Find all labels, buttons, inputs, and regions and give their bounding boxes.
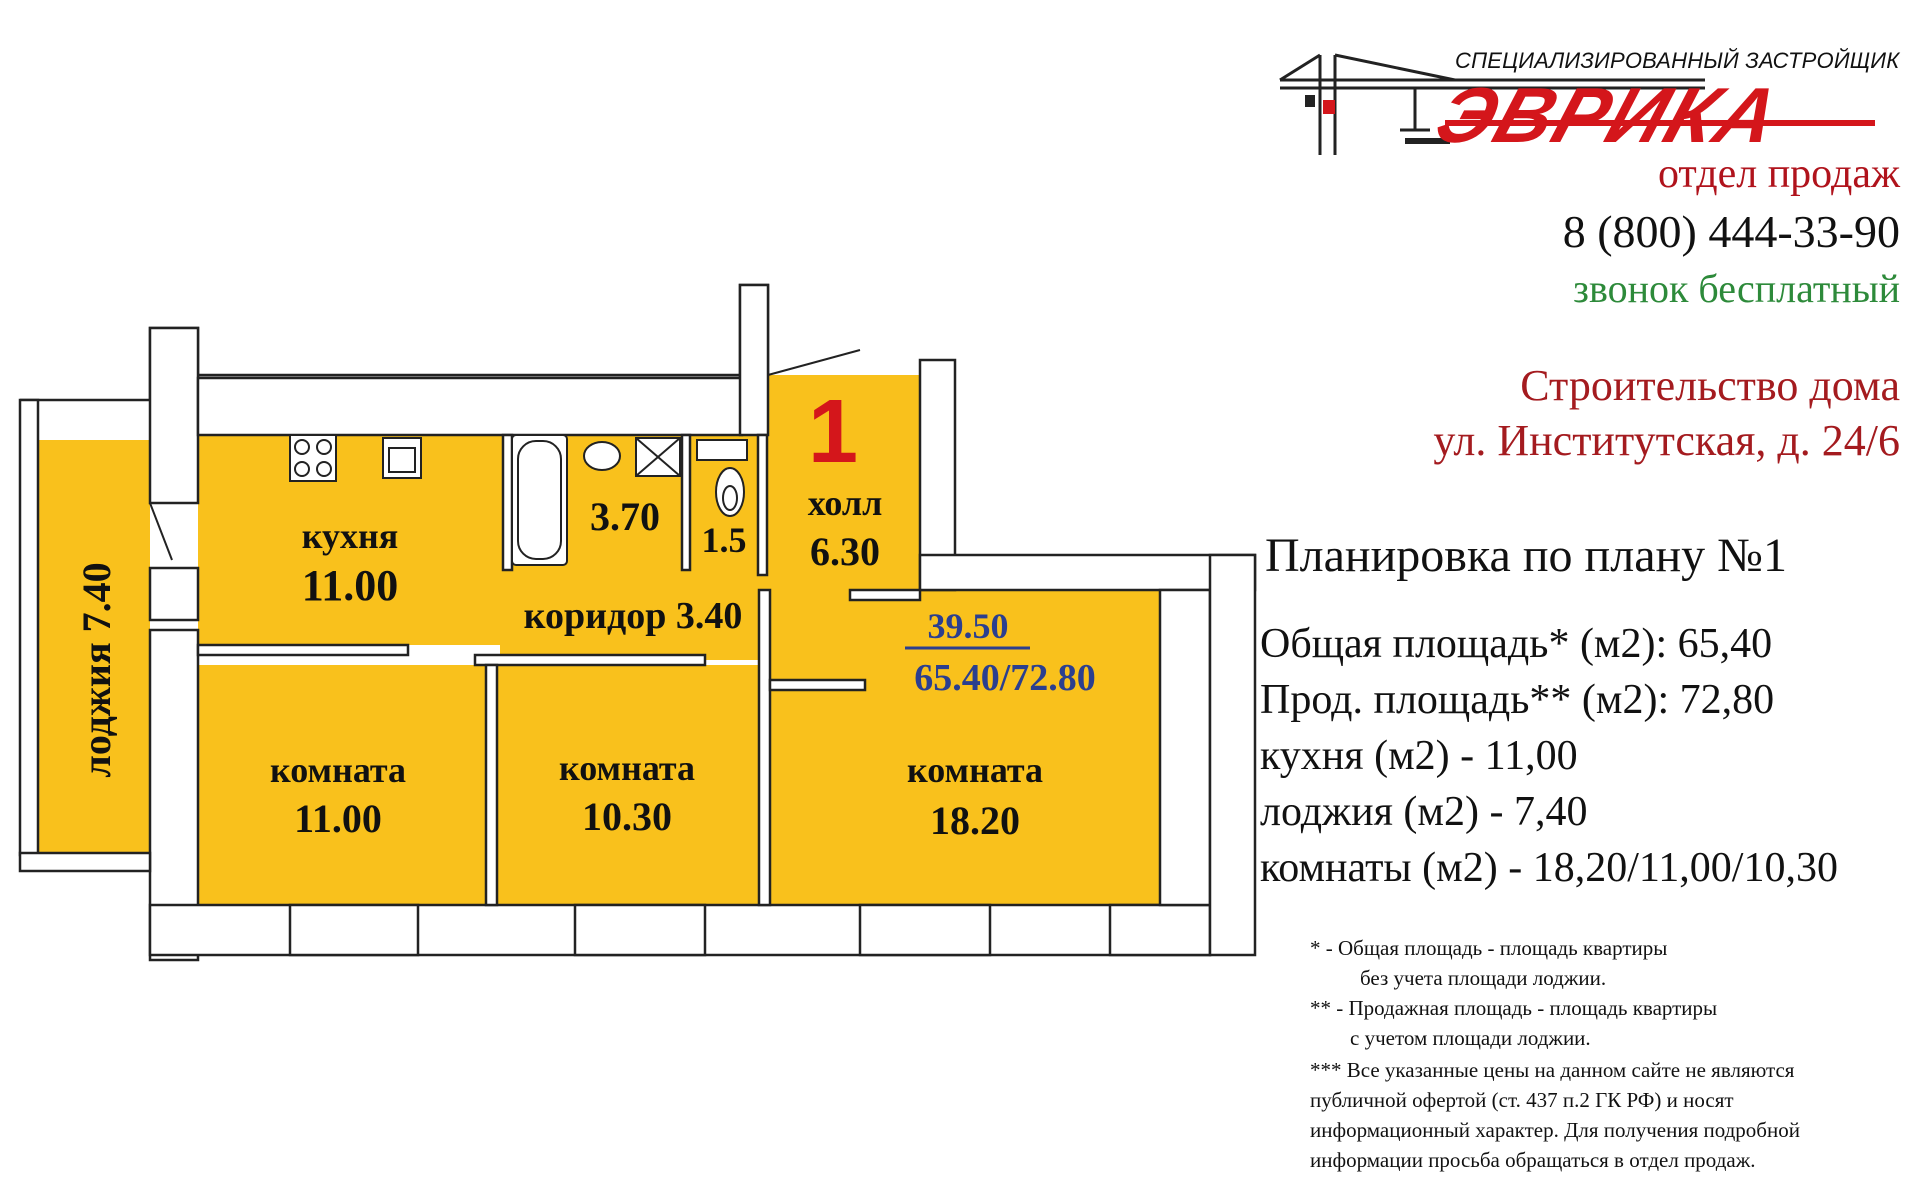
phone-number[interactable]: 8 (800) 444-33-90 (1562, 206, 1900, 257)
logo-wordmark: ЭВРИКА (1425, 71, 1792, 159)
room-right-floor (770, 590, 1160, 905)
room-right-name: комната (907, 750, 1043, 790)
washbasin-icon (583, 441, 621, 471)
wc-area: 1.5 (702, 520, 747, 560)
footnote-1-cont: без учета площади лоджии. (1360, 966, 1607, 990)
kitchen-area: 11.00 (302, 561, 399, 610)
room-mid-area: 10.30 (582, 794, 672, 839)
room-left-name: комната (270, 750, 406, 790)
hall-name: холл (808, 483, 883, 523)
spec-loggia: лоджия (м2) - 7,40 (1260, 789, 1588, 835)
hall-area: 6.30 (810, 529, 880, 574)
total-areas: 65.40/72.80 (914, 657, 1096, 699)
footnote-3: *** Все указанные цены на данном сайте н… (1310, 1058, 1795, 1082)
footnote-3-line-4: информации просьба обращаться в отдел пр… (1310, 1148, 1756, 1172)
loggia-label: лоджия 7.40 (74, 562, 119, 777)
spec-rooms: комнаты (м2) - 18,20/11,00/10,30 (1260, 845, 1838, 891)
footnote-3-line-2: публичной офертой (ст. 437 п.2 ГК РФ) и … (1310, 1088, 1734, 1112)
kitchen-floor (198, 435, 503, 645)
floor-fill (38, 375, 1160, 905)
apartment-number: 1 (808, 382, 858, 482)
logo-subtitle: СПЕЦИАЛИЗИРОВАННЫЙ ЗАСТРОЙЩИК (1455, 48, 1900, 73)
fixtures (289, 434, 748, 566)
room-left-floor (198, 665, 486, 905)
floor-plan: лоджия 7.40 кухня 11.00 3.70 1.5 1 холл … (18, 283, 1257, 962)
spec-sale-area: Прод. площадь** (м2): 72,80 (1260, 677, 1775, 723)
footnote-3-line-3: информационный характер. Для получения п… (1310, 1118, 1800, 1142)
spec-total-area: Общая площадь* (м2): 65,40 (1260, 621, 1773, 667)
spec-kitchen: кухня (м2) - 11,00 (1260, 733, 1578, 779)
sales-dept-label: отдел продаж (1657, 151, 1900, 197)
crane-icon (1279, 53, 1875, 155)
free-call-label: звонок бесплатный (1573, 266, 1900, 311)
room-right-area: 18.20 (930, 798, 1020, 843)
building-line-1: Строительство дома (1520, 361, 1900, 410)
kitchen-name: кухня (302, 516, 398, 556)
room-left-area: 11.00 (294, 796, 382, 841)
plan-title: Планировка по плану №1 (1265, 529, 1787, 582)
doors (149, 349, 861, 561)
building-address: ул. Институтская, д. 24/6 (1433, 416, 1900, 465)
room-mid-floor (497, 665, 759, 905)
bathroom-area: 3.70 (590, 494, 660, 539)
room-mid-name: комната (559, 748, 695, 788)
footnote-2: ** - Продажная площадь - площадь квартир… (1310, 996, 1718, 1020)
hall-floor (767, 375, 920, 590)
corridor-label: коридор 3.40 (524, 595, 743, 637)
loggia-floor (38, 440, 150, 853)
walls (18, 283, 1257, 962)
footnote-1: * - Общая площадь - площадь квартиры (1310, 936, 1668, 960)
living-area: 39.50 (928, 606, 1009, 646)
footnote-2-cont: с учетом площади лоджии. (1350, 1026, 1591, 1050)
